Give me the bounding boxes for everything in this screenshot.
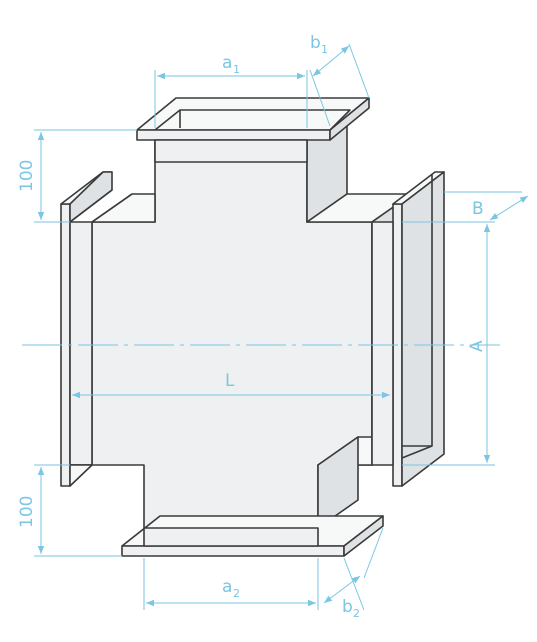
dimension-bottom-100: 100 [17,464,122,557]
dimension-a1: a 1 [154,53,308,128]
dimension-a2: a 2 [143,558,319,610]
left-flange [60,171,133,487]
a2-label: a [222,577,232,597]
B-label: B [472,199,484,219]
dimension-B: B [444,191,529,223]
b1-subscript: 1 [321,43,328,56]
cross-body [91,111,413,529]
bottom-100-label: 100 [17,496,37,528]
a1-subscript: 1 [233,63,240,76]
bottom-flange [121,515,384,557]
b2-label: b [342,597,353,617]
dimension-b2: b 2 [323,527,384,620]
a2-subscript: 2 [233,587,240,600]
b1-label: b [310,33,321,53]
bottom-branch-side [317,436,359,529]
dimension-b1: b 1 [309,33,370,127]
right-flange [371,171,445,487]
dimension-top-100: 100 [17,129,137,223]
dimension-A: A [402,221,495,466]
dimension-L: L [72,371,390,399]
L-label: L [225,371,235,391]
A-label: A [467,340,487,352]
a1-label: a [222,53,232,73]
b2-subscript: 2 [353,607,360,620]
top-flange [136,97,370,163]
top-100-label: 100 [17,160,37,192]
